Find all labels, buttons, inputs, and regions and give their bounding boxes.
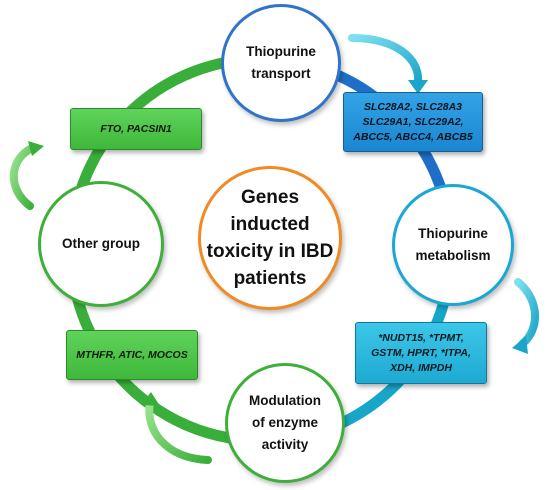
other-group-label: Other group xyxy=(62,236,140,251)
thiopurine-transport-label: Thiopurine transport xyxy=(246,44,316,81)
center-label: Genes inducted toxicity in IBD patients xyxy=(206,187,334,289)
thiopurine-metabolism-node: Thiopurine metabolism xyxy=(392,184,514,306)
other-group-node: Other group xyxy=(38,181,164,307)
thiopurine-metabolism-label: Thiopurine metabolism xyxy=(415,226,491,263)
modulation-node: Modulation of enzyme activity xyxy=(225,363,345,483)
modulation-genes-box: MTHFR, ATIC, MOCOS xyxy=(66,330,198,380)
arrowhead-transport-icon xyxy=(408,80,428,94)
arrow-other-icon xyxy=(9,144,36,210)
arrowhead-other-icon xyxy=(28,141,44,156)
thiopurine-transport-node: Thiopurine transport xyxy=(221,4,341,122)
transport-genes-box: SLC28A2, SLC28A3 SLC29A1, SLC29A2, ABCC5… xyxy=(343,92,483,152)
arrowhead-metabolism-icon xyxy=(512,336,528,354)
arrow-transport-icon xyxy=(348,34,423,86)
arrowhead-modulation-icon xyxy=(141,392,160,406)
center-circle: Genes inducted toxicity in IBD patients xyxy=(198,166,342,310)
arrow-modulation-icon xyxy=(145,398,212,464)
modulation-label: Modulation of enzyme activity xyxy=(249,393,321,452)
arrow-metabolism-icon xyxy=(514,278,539,348)
other-genes-box: FTO, PACSIN1 xyxy=(70,108,202,150)
metabolism-genes-box: *NUDT15, *TPMT, GSTM, HPRT, *ITPA, XDH, … xyxy=(355,322,487,384)
